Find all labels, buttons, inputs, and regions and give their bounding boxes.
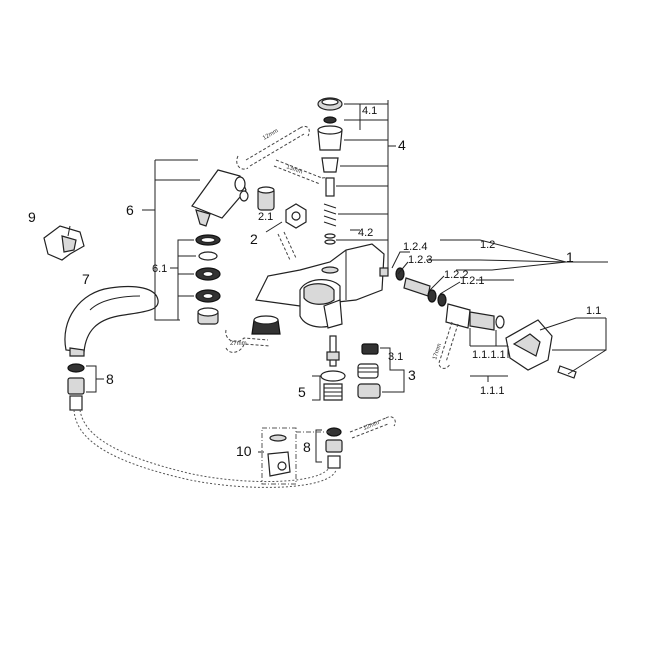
wrench-17mm bbox=[438, 321, 459, 369]
label-4-2: 4.2 bbox=[358, 227, 373, 239]
tool-label-13mm: 13mm bbox=[285, 164, 303, 175]
handle-part-1-1 bbox=[505, 319, 577, 379]
label-1-1-1-1: 1.1.1.1 bbox=[472, 349, 506, 361]
label-4: 4 bbox=[398, 137, 406, 153]
hose-fitting-part-8-right bbox=[325, 427, 343, 469]
label-1: 1 bbox=[566, 249, 574, 265]
wrench-13mm bbox=[273, 159, 331, 191]
seal-stack-part-6-1 bbox=[195, 234, 221, 325]
label-6: 6 bbox=[126, 202, 134, 218]
tool-label-27mm: 27mm bbox=[230, 341, 247, 347]
hose-fitting-part-8-left bbox=[67, 363, 85, 411]
shower-hose bbox=[73, 409, 337, 488]
wrench-12mm-bottom bbox=[349, 416, 396, 439]
label-10: 10 bbox=[236, 443, 252, 459]
label-1-2: 1.2 bbox=[480, 239, 495, 251]
spindle-part-5 bbox=[320, 335, 346, 401]
label-1-1-1: 1.1.1 bbox=[480, 385, 504, 397]
outlet-nut bbox=[251, 315, 281, 335]
label-7: 7 bbox=[82, 271, 90, 287]
diverter-part-2 bbox=[239, 186, 307, 229]
label-8-right: 8 bbox=[303, 439, 311, 455]
connector-part-3 bbox=[357, 343, 381, 399]
hand-shower-part-7 bbox=[64, 285, 159, 357]
label-2-1: 2.1 bbox=[258, 211, 273, 223]
tool-label-17mm: 17mm bbox=[432, 343, 443, 361]
label-1-2-1: 1.2.1 bbox=[460, 275, 484, 287]
label-1-2-2: 1.2.2 bbox=[444, 269, 468, 281]
dashed-frame-part-10 bbox=[261, 427, 297, 485]
label-4-1: 4.1 bbox=[362, 105, 377, 117]
tool-label-12mm-top: 12mm bbox=[262, 128, 279, 142]
wrench-2-handle bbox=[277, 231, 297, 261]
wrench-27mm bbox=[225, 329, 271, 353]
wall-bracket-part-9 bbox=[43, 225, 85, 261]
mixer-body bbox=[255, 243, 385, 329]
label-5: 5 bbox=[298, 384, 306, 400]
tool-label-12mm-bottom: 12mm bbox=[363, 420, 381, 432]
label-9: 9 bbox=[28, 209, 36, 225]
label-2: 2 bbox=[250, 231, 258, 247]
cartridge-stack-part-4 bbox=[317, 97, 343, 245]
label-6-1: 6.1 bbox=[152, 263, 167, 275]
label-1-1: 1.1 bbox=[586, 305, 601, 317]
label-1-2-4: 1.2.4 bbox=[403, 241, 427, 253]
valve-parts-part-1-2 bbox=[379, 267, 505, 331]
spout-part-6 bbox=[191, 169, 247, 227]
label-1-2-3: 1.2.3 bbox=[408, 254, 432, 266]
label-3-1: 3.1 bbox=[388, 351, 403, 363]
elbow-part-10 bbox=[267, 434, 291, 477]
label-3: 3 bbox=[408, 367, 416, 383]
label-8-left: 8 bbox=[106, 371, 114, 387]
wrench-12mm-top bbox=[236, 125, 310, 170]
